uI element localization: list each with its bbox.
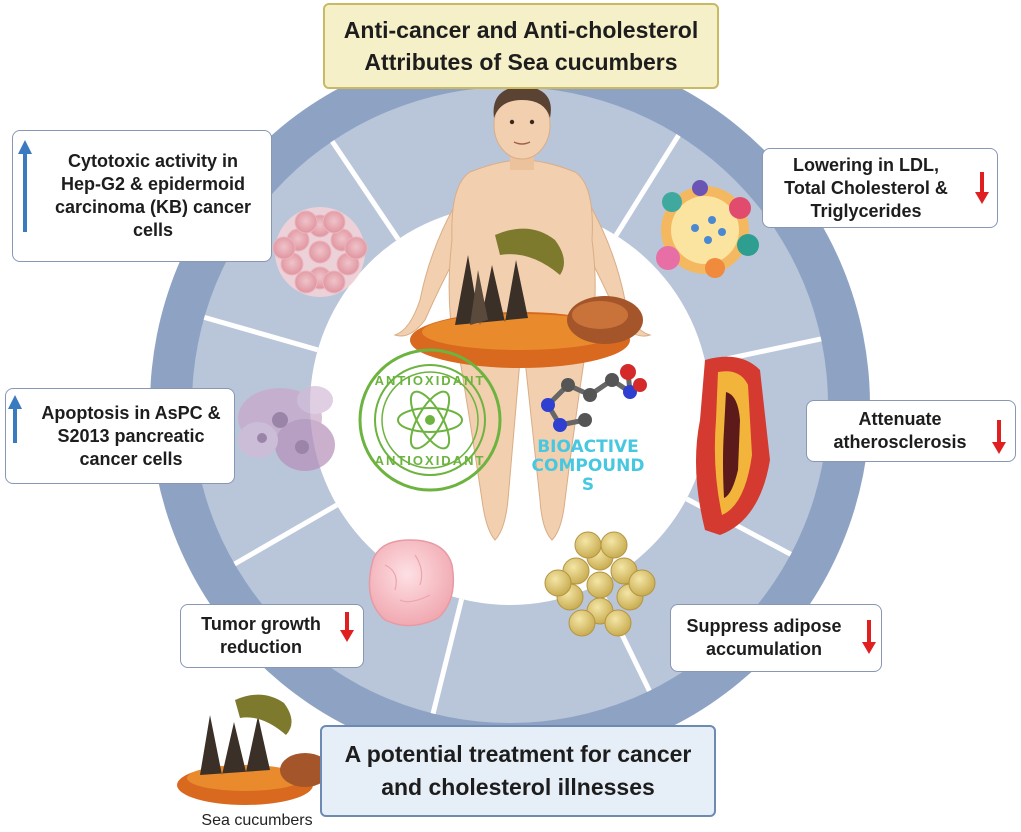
stamp-bottom-text: ANTIOXIDANT — [375, 453, 486, 468]
down-arrow-icon — [992, 420, 1006, 454]
lipoprotein-icon — [656, 180, 759, 278]
sector-divider — [233, 502, 339, 567]
tumor-growth-box: Tumor growth reduction — [180, 604, 364, 668]
sector-divider — [330, 139, 401, 241]
sector-divider — [430, 598, 465, 715]
cancer-cell-cluster-icon — [272, 207, 368, 297]
bioactive-text-line1: BIOACTIVE — [537, 437, 639, 457]
atherosclerosis-box: Attenuate atherosclerosis — [806, 400, 1016, 462]
sector-divider — [613, 133, 681, 237]
sector-divider — [203, 314, 319, 353]
lipid-line-3: Triglycerides — [810, 200, 922, 221]
apoptosis-box: Apoptosis in AsPC & S2013 pancreatic can… — [5, 388, 235, 484]
sea-cucumbers-center-icon — [410, 228, 643, 368]
atherosclerosis-line-1: Attenuate — [858, 409, 942, 429]
tumor-icon — [368, 539, 455, 627]
bioactive-text-line3: S — [582, 475, 594, 495]
adipose-line-1: Suppress adipose — [686, 616, 842, 636]
lipid-line-2: Total Cholesterol & — [784, 177, 948, 198]
sea-cucumbers-caption: Sea cucumbers — [201, 812, 313, 829]
cytotoxic-line-1: Cytotoxic activity in — [67, 151, 239, 171]
treatment-line-1: A potential treatment for cancer — [344, 741, 692, 767]
treatment-line-2: and cholesterol illnesses — [381, 774, 655, 800]
apoptosis-line-3: cancer cells — [79, 448, 183, 469]
apoptosis-line-1: Apoptosis in AsPC & — [41, 402, 221, 423]
bioactive-text-line2: COMPOUND — [532, 456, 645, 476]
adipose-cells-icon — [544, 531, 656, 637]
lipid-lowering-box: Lowering in LDL, Total Cholesterol & Tri… — [762, 148, 998, 228]
title-box: Anti-cancer and Anti-cholesterol Attribu… — [323, 3, 719, 89]
stamp-top-text: ANTIOXIDANT — [375, 373, 486, 388]
tumor-line-2: reduction — [219, 637, 302, 657]
cytotoxic-line-4: cells — [132, 220, 174, 240]
down-arrow-icon — [975, 172, 989, 204]
cytotoxic-line-3: carcinoma (KB) cancer — [54, 197, 252, 217]
tumor-line-1: Tumor growth — [201, 614, 321, 634]
antioxidant-stamp-icon: ANTIOXIDANT ANTIOXIDANT — [358, 348, 502, 492]
title-line-2: Attributes of Sea cucumbers — [364, 49, 678, 75]
down-arrow-icon — [862, 620, 876, 654]
apoptosis-line-2: S2013 pancreatic — [57, 425, 205, 446]
atherosclerosis-line-2: atherosclerosis — [833, 432, 967, 452]
adipose-box: Suppress adipose accumulation — [670, 604, 882, 672]
cytotoxic-activity-box: Cytotoxic activity in Hep-G2 & epidermoi… — [12, 130, 272, 262]
treatment-box: A potential treatment for cancer and cho… — [320, 725, 716, 817]
lipid-line-1: Lowering in LDL, — [793, 154, 939, 175]
up-arrow-icon — [18, 140, 32, 232]
up-arrow-icon — [8, 395, 22, 443]
molecule-icon — [541, 364, 647, 432]
down-arrow-icon — [340, 612, 354, 642]
sea-cucumbers-bottom-icon — [177, 694, 330, 805]
cytotoxic-line-2: Hep-G2 & epidermoid — [60, 174, 246, 194]
pancreatic-cells-icon — [238, 386, 335, 471]
adipose-line-2: accumulation — [705, 639, 823, 659]
artery-icon — [696, 356, 770, 535]
title-line-1: Anti-cancer and Anti-cholesterol — [343, 17, 699, 43]
